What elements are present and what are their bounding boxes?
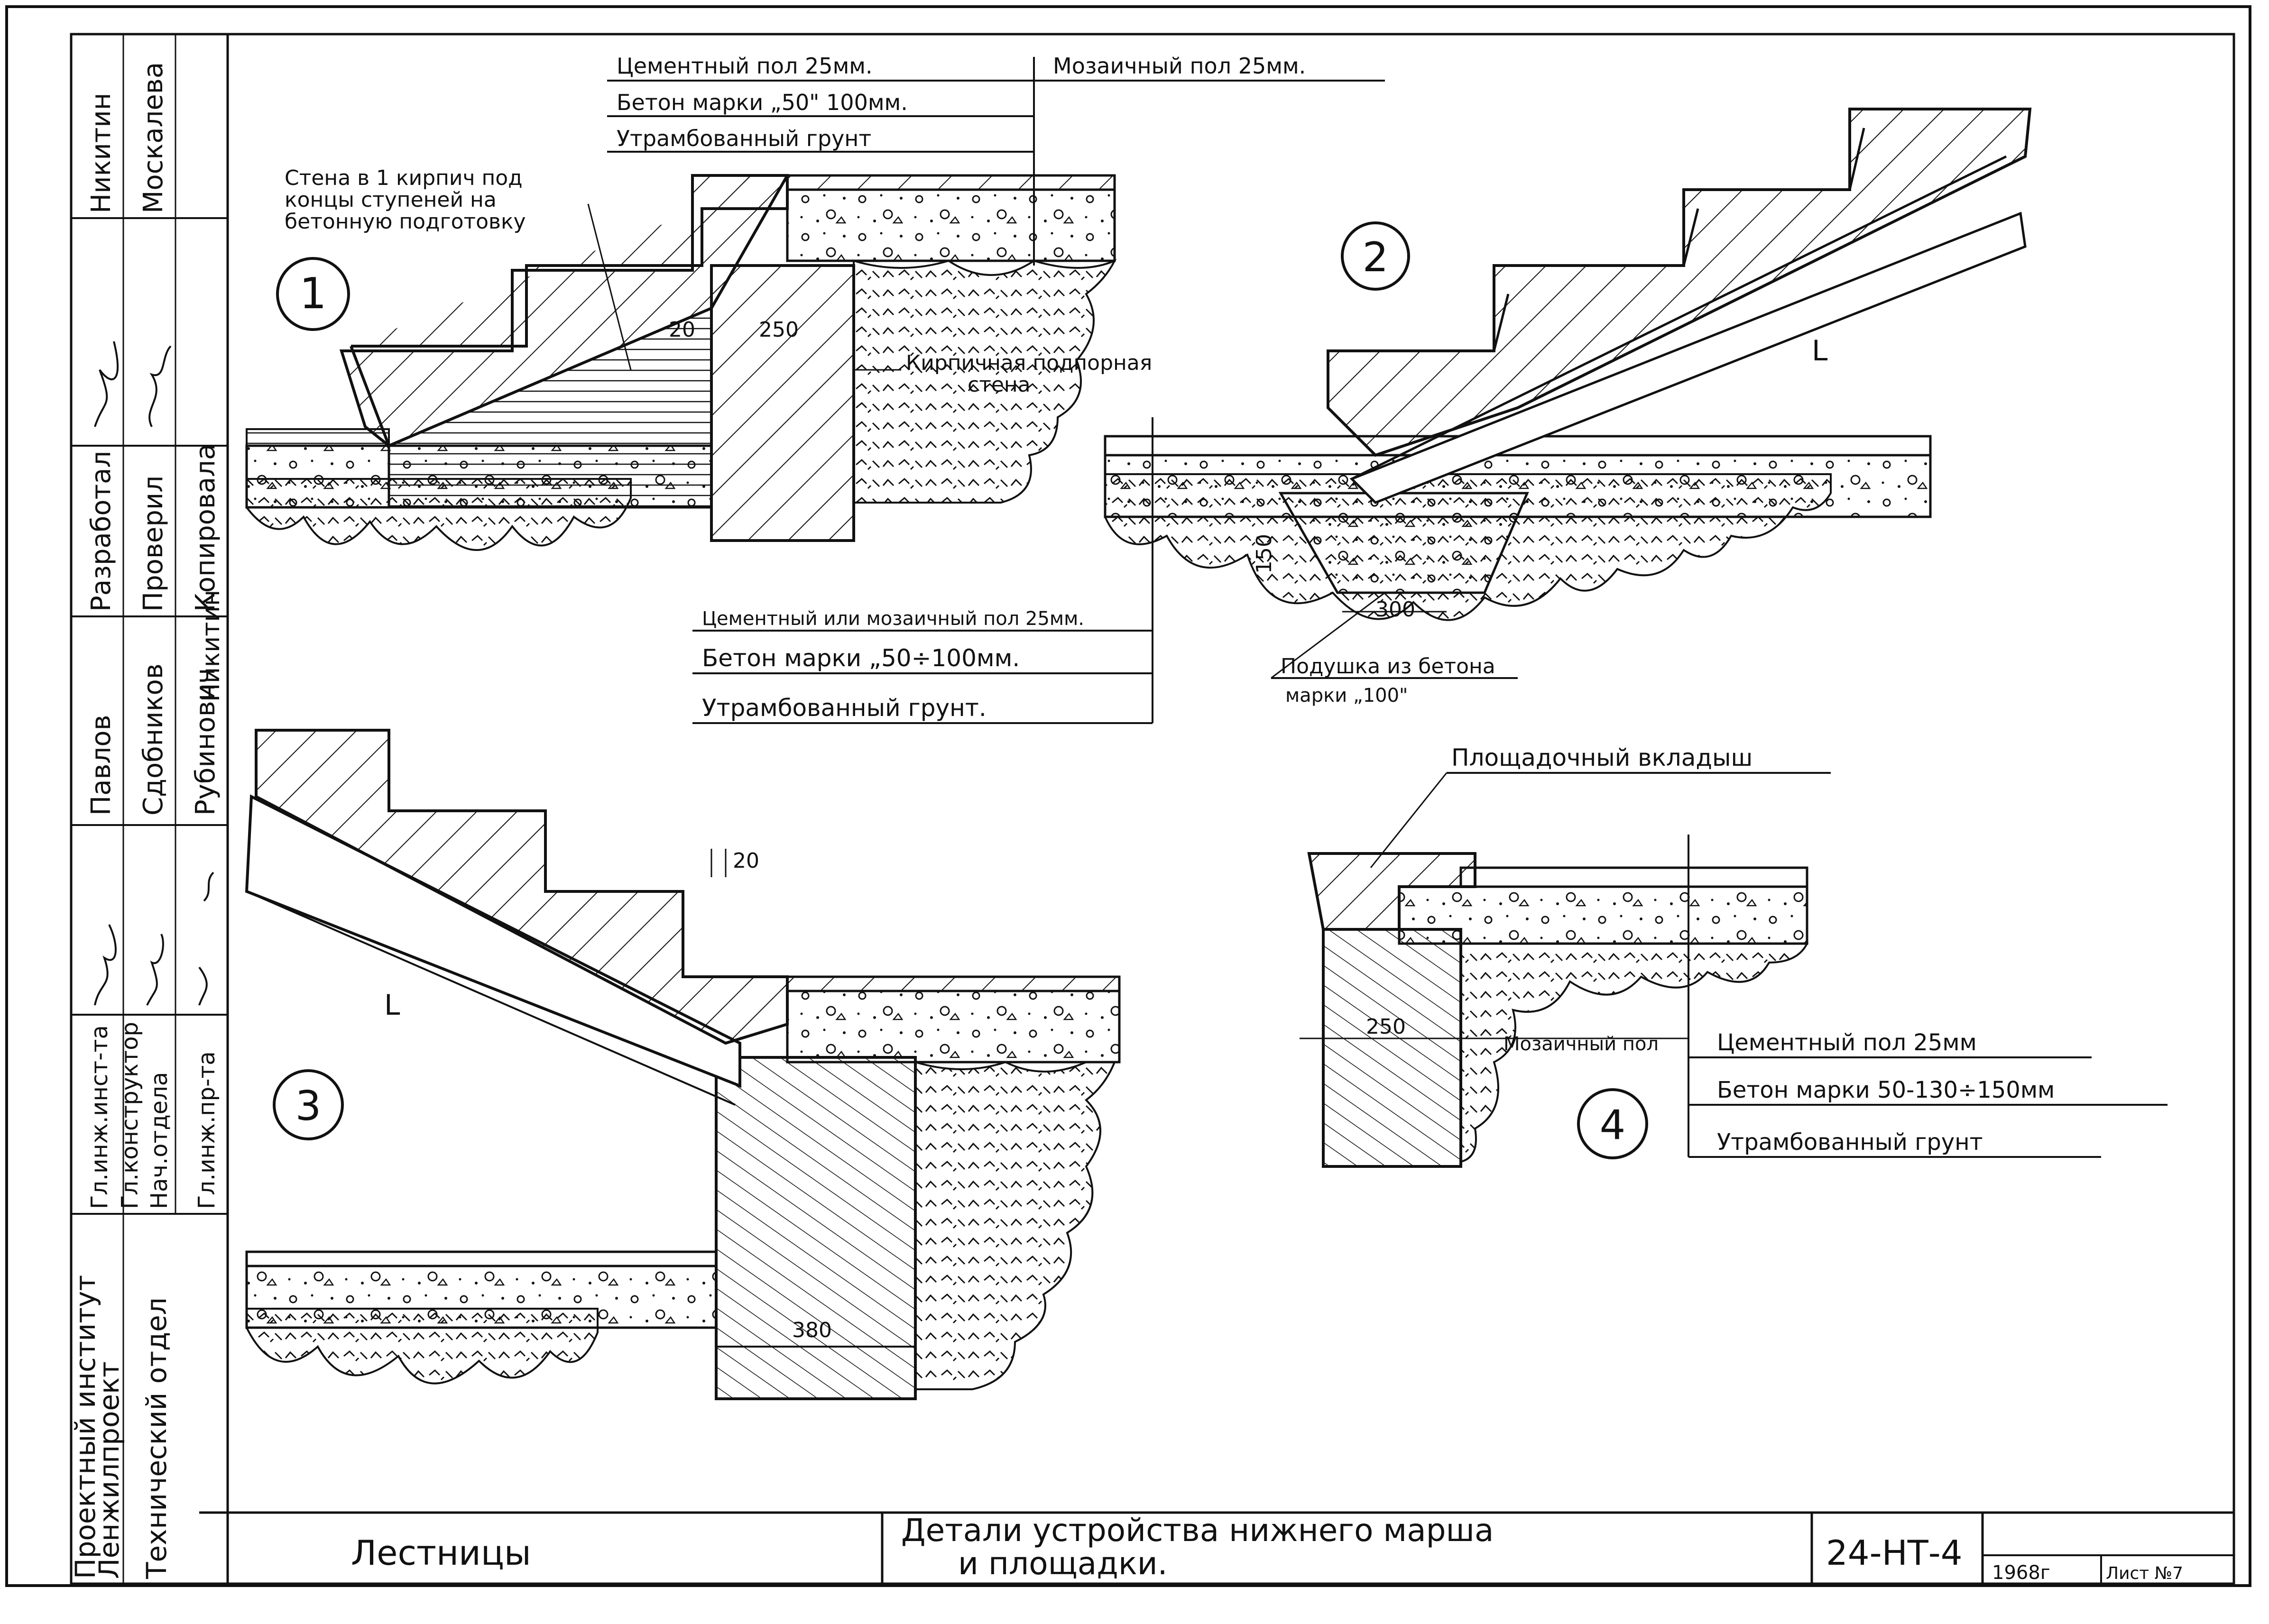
dimension: 20 (733, 849, 759, 873)
stamp-role: Гл.инж.пр-та (194, 1051, 220, 1209)
compacted-ground (1460, 943, 1809, 1163)
detail-4: 250 Площадочный вкладыш Мозаичный пол Це… (1300, 744, 2168, 1168)
detail-2: 2 L 150 300 Подушка из бетона марки „100… (1104, 108, 2032, 706)
stamp-role-name: Сдобников (138, 663, 169, 816)
layer-callout: Бетон марки 50-130÷150мм (1717, 1077, 2055, 1103)
stamp-department: Технический отдел (140, 1297, 173, 1579)
layer-callout: Бетон марки „50÷100мм. (702, 644, 1020, 672)
layer-callout: Бетон марки „50" 100мм. (617, 90, 908, 115)
floor-layer (246, 428, 390, 447)
detail-1: 1 20 250 Цементный пол 25мм. Бетон марки… (245, 53, 1385, 724)
stamp-work-name: Москалева (138, 62, 169, 213)
concrete-base (1398, 885, 1808, 945)
sheet-subtitle: Детали устройства нижнего марша (901, 1512, 1494, 1549)
concrete-cushion (1278, 492, 1529, 594)
layer-callout-alt: Мозаичный пол (1503, 1033, 1659, 1055)
stamp-work-role: Разработал (86, 451, 117, 612)
signature-scribbles (94, 341, 214, 1006)
upper-slab (786, 990, 1121, 1064)
layer-callout: Цементный пол 25мм (1717, 1029, 1977, 1056)
layer-callout: Цементный или мозаичный пол 25мм. (702, 608, 1084, 630)
stamp-organization: Проектный институт (69, 1275, 101, 1579)
detail-3: 380 L 20 3 (245, 729, 1121, 1400)
detail-number: 3 (295, 1083, 322, 1130)
detail-number: 4 (1600, 1101, 1626, 1149)
stair-steps (339, 174, 789, 448)
detail-number-marker (276, 257, 350, 331)
retaining-wall (710, 264, 855, 542)
layer-callout: Утрамбованный грунт (617, 126, 871, 151)
stamp-work-role: Проверил (138, 476, 169, 612)
retaining-wall-label: Кирпичная подпорная (906, 351, 1152, 375)
upper-floor-edge (692, 174, 1116, 191)
left-stamp: Разработал Проверил Копировала Никитин М… (69, 34, 228, 1584)
sheet-number: Лист №7 (2106, 1564, 2183, 1583)
dimension: 250 (1366, 1015, 1406, 1039)
wall-note: бетонную подготовку (285, 210, 526, 234)
sheet-subtitle: и площадки. (958, 1545, 1168, 1582)
retained-ground (914, 1061, 1116, 1390)
stamp-role: Нач.отдела (146, 1072, 173, 1209)
upper-slab (786, 188, 1116, 262)
dimension: 300 (1375, 597, 1415, 622)
dimension: 250 (759, 318, 799, 342)
detail-number-marker (1577, 1088, 1648, 1159)
stair-steps (1327, 108, 2032, 457)
dimension: 150 (1252, 534, 1276, 574)
layer-callout-alt: Мозаичный пол 25мм. (1053, 53, 1306, 79)
detail-number-marker (1341, 221, 1410, 291)
dimension: 380 (792, 1318, 832, 1342)
layer-callout: Утрамбованный грунт (1717, 1129, 1983, 1156)
layer-callout: Цементный пол 25мм. (617, 53, 873, 79)
sheet-title: Лестницы (351, 1533, 531, 1573)
drawing-code: 24-НТ-4 (1826, 1533, 1963, 1573)
stamp-role-name: Рубинович (190, 668, 221, 816)
concrete-base (245, 1265, 718, 1329)
stamp-role-name: Никитин (197, 590, 225, 702)
landing-insert (1307, 852, 1476, 931)
drawing-year: 1968г (1992, 1562, 2050, 1584)
stamp-work-role: Копировала (190, 444, 221, 612)
cushion-label: марки „100" (1285, 685, 1408, 706)
brick-wall (715, 1056, 917, 1400)
stair-steps (255, 729, 789, 1045)
stair-stringer (1349, 211, 2027, 504)
retained-ground (853, 259, 1117, 504)
stamp-role: Гл.инж.инст-та (86, 1025, 113, 1209)
cushion-label: Подушка из бетона (1281, 654, 1495, 679)
wall-note: концы ступеней на (285, 188, 497, 212)
dimension: 20 (669, 318, 695, 342)
detail-number: 1 (299, 269, 326, 319)
span-label: L (384, 989, 400, 1022)
retaining-wall-label: стена (968, 373, 1031, 397)
layer-callout: Утрамбованный грунт. (702, 694, 987, 722)
span-label: L (1812, 334, 1828, 367)
concrete-base (1104, 454, 1932, 518)
detail-number-marker (273, 1069, 344, 1140)
stamp-role-name: Павлов (86, 715, 117, 816)
wall-note: Стена в 1 кирпич под (285, 166, 523, 190)
landing-insert-label: Площадочный вкладыш (1451, 744, 1752, 771)
stamp-role: Гл.конструктор (117, 1022, 143, 1209)
title-block: Лестницы Детали устройства нижнего марша… (199, 1511, 2234, 1584)
brick-wall (1322, 928, 1462, 1168)
stamp-work-name: Никитин (86, 93, 117, 213)
detail-number: 2 (1363, 234, 1389, 281)
stamp-organization: Ленжилпроект (93, 1361, 125, 1579)
